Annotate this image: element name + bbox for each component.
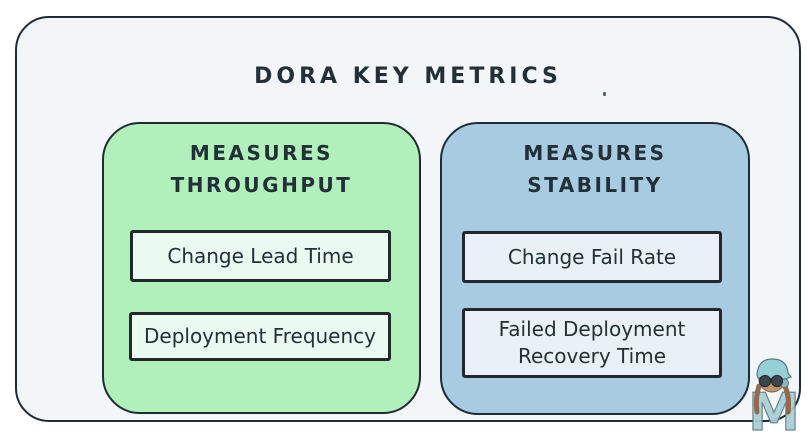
logo-sunglasses-left-lens [758, 374, 772, 388]
group-header-line2: STABILITY [527, 173, 663, 197]
metric-change-fail-rate: Change Fail Rate [462, 231, 722, 283]
metric-failed-deployment-recovery-time: Failed Deployment Recovery Time [462, 308, 722, 378]
logo-cap-icon [756, 358, 792, 380]
diagram-canvas: DORA KEY METRICS MEASURES THROUGHPUT Cha… [15, 16, 801, 422]
group-header-line1: MEASURES [523, 141, 667, 165]
group-header-line2: THROUGHPUT [170, 173, 353, 197]
group-header-throughput: MEASURES THROUGHPUT [104, 137, 419, 201]
logo-sunglasses-right-lens [770, 374, 784, 388]
group-measures-throughput: MEASURES THROUGHPUT Change Lead Time Dep… [102, 122, 421, 414]
logo-sunglasses-bridge [769, 378, 774, 381]
metric-deployment-frequency: Deployment Frequency [129, 312, 391, 361]
logo-braid-right [782, 383, 792, 415]
brand-avatar-m-logo: M [748, 358, 800, 434]
group-header-line1: MEASURES [189, 141, 334, 165]
metric-change-lead-time: Change Lead Time [130, 230, 391, 282]
group-measures-stability: MEASURES STABILITY Change Fail Rate Fail… [440, 122, 750, 415]
logo-braid-left [753, 383, 762, 415]
diagram-title: DORA KEY METRICS [254, 64, 562, 89]
stray-dot [603, 92, 606, 96]
group-header-stability: MEASURES STABILITY [442, 137, 748, 201]
